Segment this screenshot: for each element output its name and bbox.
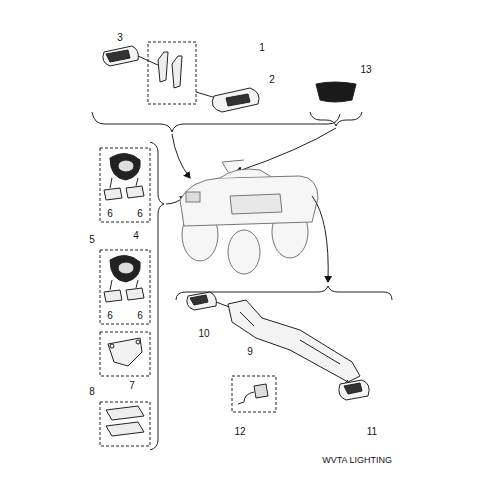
callout-number: 6 [136,311,144,321]
caption: WVTA LIGHTING [322,455,392,465]
callout-number: 10 [197,329,210,339]
callout-number: 3 [116,33,124,43]
callout-number: 6 [106,209,114,219]
callout-number: 5 [88,235,96,245]
callout-number: 11 [366,427,378,437]
callout-number: 1 [258,43,266,53]
callout-number: 13 [359,65,372,75]
callout-number: 6 [106,311,114,321]
callout-number: 8 [88,387,96,397]
callout-number: 7 [128,381,136,391]
callout-number: 2 [268,75,276,85]
callout-number: 12 [233,427,246,437]
callout-number: 6 [136,209,144,219]
callout-number: 4 [132,231,140,241]
callout-number: 9 [246,347,254,357]
